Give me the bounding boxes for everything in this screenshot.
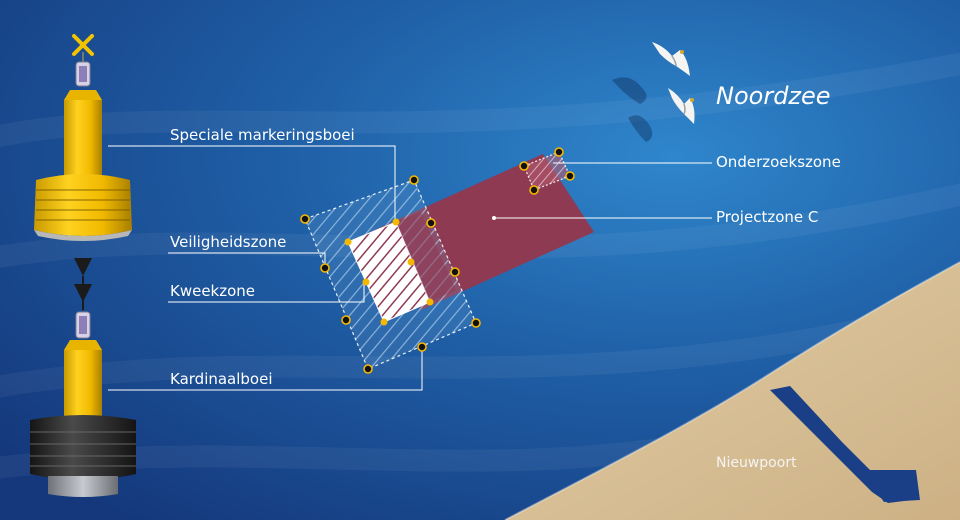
marker-yellow [380, 318, 388, 326]
marker-black [409, 175, 419, 185]
safety-zone-label: Veiligheidszone [170, 233, 287, 251]
seagull-icon [652, 42, 690, 76]
seagull-shadows [612, 77, 653, 142]
callout-breeding-zone [168, 282, 365, 303]
marker-black [471, 318, 481, 328]
sea-label: Noordzee [716, 82, 831, 110]
research-zone-markers [519, 147, 575, 195]
seagull-icon [668, 88, 695, 124]
marker-black [300, 214, 310, 224]
marker-black [426, 218, 436, 228]
research-zone-label: Onderzoekszone [716, 153, 841, 171]
callout-special-buoy [108, 145, 396, 220]
marker-black [341, 315, 351, 325]
cardinal-buoy-label: Kardinaalboei [170, 370, 273, 388]
callout-safety-zone [168, 252, 326, 268]
shoreline-foam [504, 261, 960, 520]
marker-yellow [362, 278, 370, 286]
marker-yellow [392, 218, 400, 226]
project-zone-pin [492, 216, 496, 220]
marker-black [529, 185, 539, 195]
cardinal-buoy-icon [30, 311, 136, 497]
marker-yellow [344, 238, 352, 246]
town-label: Nieuwpoort [716, 455, 797, 471]
breeding-zone-label: Kweekzone [170, 282, 256, 300]
project-zone-label: Projectzone C [716, 208, 819, 226]
harbour-basin [862, 470, 920, 502]
callout-cardinal-buoy [108, 347, 423, 391]
callout-lines [108, 145, 712, 391]
breeding-zone-markers [344, 218, 434, 326]
special-buoy-label: Speciale markeringsboei [170, 126, 355, 144]
marker-black [320, 263, 330, 273]
marker-black [554, 147, 564, 157]
special-marker-buoy-icon [34, 34, 132, 241]
marker-black [363, 364, 373, 374]
project-zone-overlap [396, 212, 456, 302]
marker-black [519, 161, 529, 171]
safety-zone-markers [300, 175, 481, 374]
marker-black [417, 342, 427, 352]
marker-black [565, 171, 575, 181]
marker-yellow [407, 258, 415, 266]
marker-black [450, 267, 460, 277]
marker-yellow [426, 298, 434, 306]
chain-connector-icon [74, 258, 92, 310]
harbour-channel [770, 386, 912, 503]
